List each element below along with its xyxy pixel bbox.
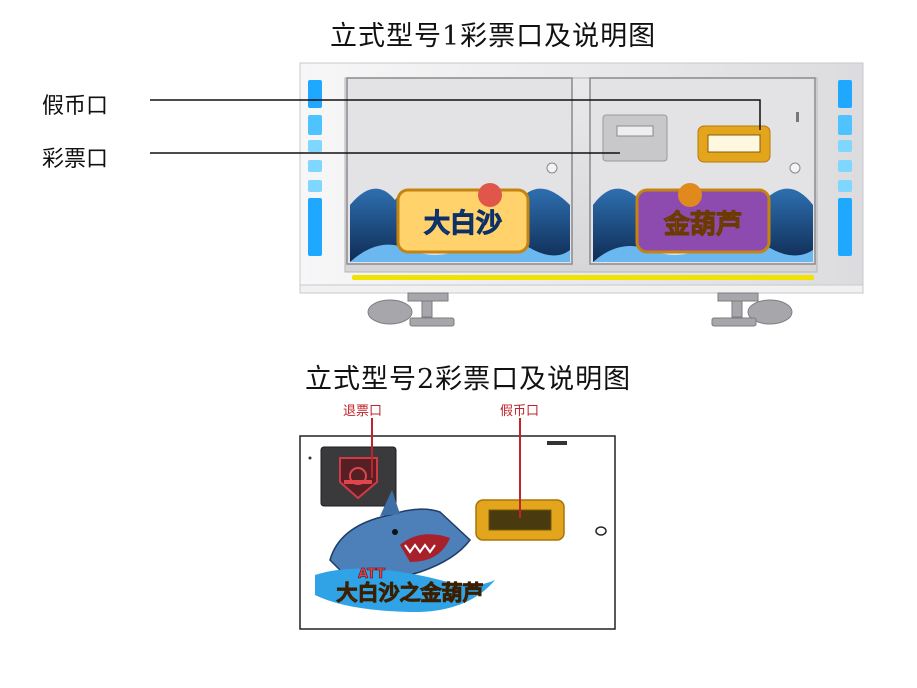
left-caster (367, 292, 455, 327)
right-caster (711, 292, 793, 327)
model1-title: 立式型号1彩票口及说明图 (330, 21, 657, 52)
model2-panel: ATT 大白沙之金葫芦 (299, 435, 616, 630)
fake-coin-label: 假币口 (42, 94, 109, 119)
right-logo-text: 金葫芦 (663, 209, 742, 240)
right-neon-strip (838, 80, 852, 256)
model2-title: 立式型号2彩票口及说明图 (305, 364, 632, 395)
model2-fake-coin-port (475, 499, 565, 541)
ticket-port-label: 彩票口 (42, 147, 109, 172)
model1-fake-coin-port (697, 125, 771, 163)
brand-logo-text: ATT (358, 567, 385, 582)
model1-ticket-port (602, 114, 668, 162)
left-game-artwork: 大白沙 (350, 183, 570, 262)
left-neon-strip (308, 80, 322, 256)
left-logo-text: 大白沙 (424, 208, 502, 239)
refund-ticket-label: 退票口 (343, 404, 383, 419)
yellow-neon-strip (352, 275, 814, 280)
shark-artwork (315, 490, 495, 612)
game-logo-text: 大白沙之金葫芦 (337, 581, 484, 605)
model2-fake-coin-label: 假币口 (500, 404, 540, 419)
fake-coin-leader (150, 99, 761, 130)
model1-cabinet: 大白沙 金葫芦 (299, 62, 864, 327)
model2-refund-ticket-port (320, 446, 397, 507)
right-game-artwork: 金葫芦 (593, 183, 813, 262)
